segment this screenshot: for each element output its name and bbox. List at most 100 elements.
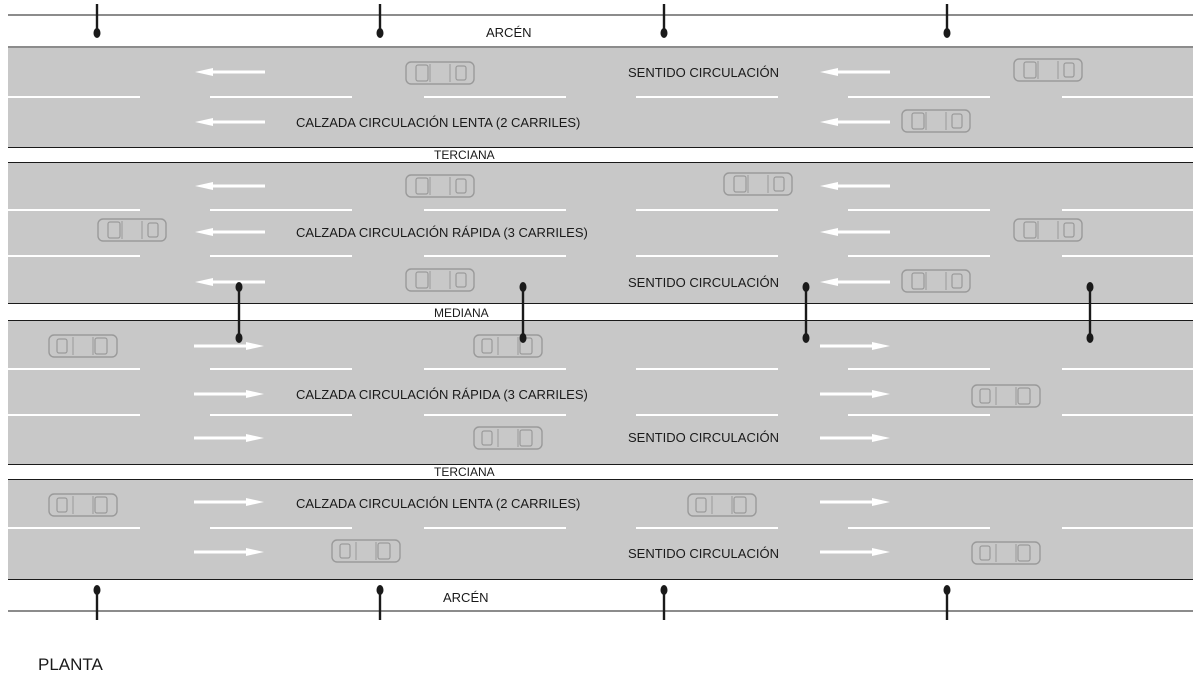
car-icon [48, 334, 118, 358]
arrow-left-icon [820, 118, 890, 126]
car-window [481, 430, 493, 446]
label-calzada-lenta-bottom: CALZADA CIRCULACIÓN LENTA (2 CARRILES) [296, 496, 581, 511]
lamp-post-icon [1086, 333, 1094, 343]
car-window [1017, 544, 1031, 562]
car-icon [901, 269, 971, 293]
car-icon [687, 493, 757, 517]
lamp-post-icon [235, 282, 243, 292]
car-icon [97, 218, 167, 242]
label-arcen-top: ARCÉN [486, 25, 532, 40]
lamp-post-icon [1086, 282, 1094, 292]
car-window [733, 496, 747, 514]
car-window [339, 543, 351, 559]
car-icon [405, 268, 475, 292]
arrow-left-icon [820, 228, 890, 236]
car-window [979, 545, 991, 561]
carriageway-slow-bottom [8, 480, 1193, 579]
lamp-post-icon [660, 585, 668, 595]
car-window [951, 113, 963, 129]
car-icon [971, 384, 1041, 408]
car-window [415, 64, 429, 82]
carriageway-fast-top [8, 163, 1193, 303]
lamp-post-icon [802, 282, 810, 292]
car-window [415, 177, 429, 195]
arrow-right-icon [194, 434, 264, 442]
car-window [1063, 62, 1075, 78]
label-terciana-bottom: TERCIANA [434, 465, 495, 479]
lamp-post-icon [376, 28, 384, 38]
arrow-left-icon [195, 278, 265, 286]
arrow-right-icon [820, 434, 890, 442]
arrow-right-icon [820, 498, 890, 506]
car-window [56, 338, 68, 354]
car-window [979, 388, 991, 404]
car-window [455, 178, 467, 194]
car-window [481, 338, 493, 354]
car-icon [405, 61, 475, 85]
arrow-left-icon [195, 228, 265, 236]
lamp-post-icon [93, 28, 101, 38]
car-window [733, 175, 747, 193]
carriageway-slow-top [8, 48, 1193, 147]
car-window [1023, 221, 1037, 239]
arrow-left-icon [820, 182, 890, 190]
lamp-post-icon [519, 282, 527, 292]
car-icon [971, 541, 1041, 565]
arrow-right-icon [194, 390, 264, 398]
car-window [94, 496, 108, 514]
car-icon [331, 539, 401, 563]
car-window [147, 222, 159, 238]
arrow-left-icon [820, 68, 890, 76]
label-calzada-rapida-top: CALZADA CIRCULACIÓN RÁPIDA (3 CARRILES) [296, 225, 588, 240]
arrow-left-icon [195, 68, 265, 76]
car-window [377, 542, 391, 560]
car-window [415, 271, 429, 289]
lamp-post-icon [235, 333, 243, 343]
car-icon [48, 493, 118, 517]
car-window [94, 337, 108, 355]
car-window [773, 176, 785, 192]
arrow-right-icon [820, 548, 890, 556]
car-icon [901, 109, 971, 133]
label-sentido-2: SENTIDO CIRCULACIÓN [628, 275, 779, 290]
label-mediana: MEDIANA [434, 306, 489, 320]
lamp-post-icon [802, 333, 810, 343]
lamp-post-icon [943, 28, 951, 38]
arrow-right-icon [194, 498, 264, 506]
label-calzada-rapida-bottom: CALZADA CIRCULACIÓN RÁPIDA (3 CARRILES) [296, 387, 588, 402]
arrow-left-icon [195, 118, 265, 126]
carriageway-fast-bottom [8, 321, 1193, 464]
car-icon [473, 426, 543, 450]
arrow-right-icon [194, 342, 264, 350]
car-icon [405, 174, 475, 198]
car-icon [1013, 218, 1083, 242]
car-window [455, 65, 467, 81]
lamp-post-icon [943, 585, 951, 595]
car-icon [473, 334, 543, 358]
arrow-right-icon [820, 342, 890, 350]
car-window [107, 221, 121, 239]
car-window [455, 272, 467, 288]
arrow-right-icon [820, 390, 890, 398]
car-window [911, 112, 925, 130]
car-window [695, 497, 707, 513]
lamp-post-icon [376, 585, 384, 595]
lamp-post-icon [93, 585, 101, 595]
car-window [951, 273, 963, 289]
car-window [911, 272, 925, 290]
label-sentido-4: SENTIDO CIRCULACIÓN [628, 546, 779, 561]
car-window [1017, 387, 1031, 405]
car-icon [723, 172, 793, 196]
arrow-right-icon [194, 548, 264, 556]
label-calzada-lenta-top: CALZADA CIRCULACIÓN LENTA (2 CARRILES) [296, 115, 581, 130]
arrow-left-icon [820, 278, 890, 286]
label-sentido-1: SENTIDO CIRCULACIÓN [628, 65, 779, 80]
car-icon [1013, 58, 1083, 82]
car-window [56, 497, 68, 513]
label-arcen-bottom: ARCÉN [443, 590, 489, 605]
lamp-post-icon [660, 28, 668, 38]
lamp-post-icon [519, 333, 527, 343]
car-window [1023, 61, 1037, 79]
